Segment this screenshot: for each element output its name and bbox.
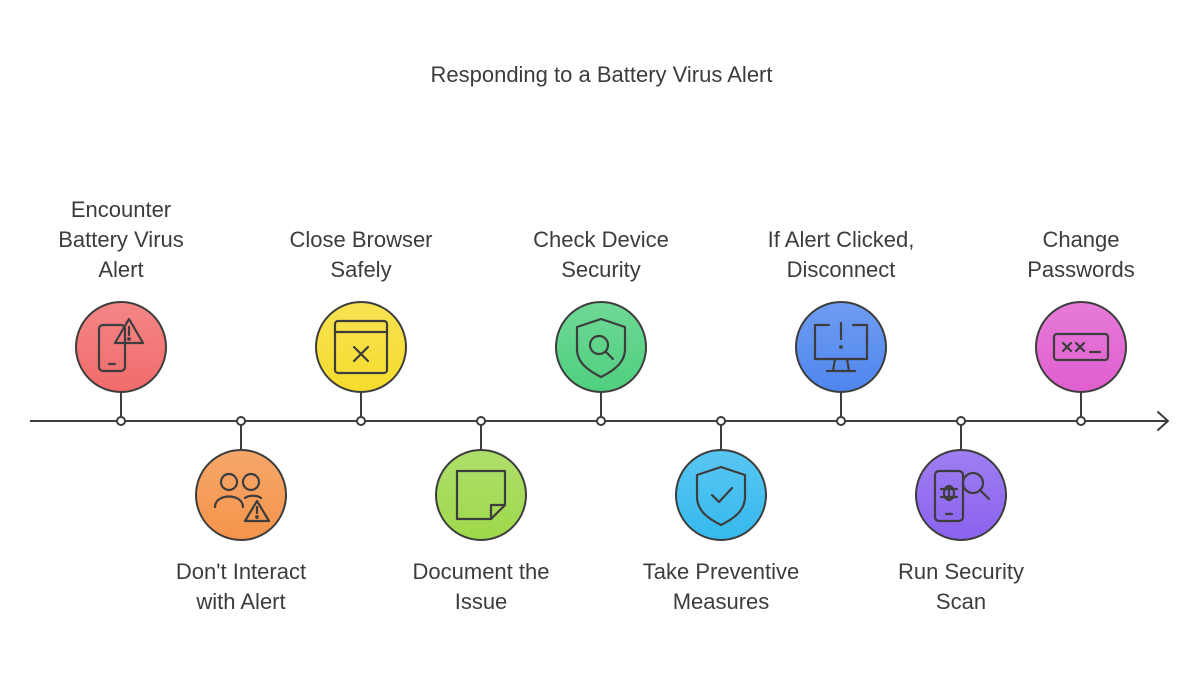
step-badge — [675, 449, 767, 541]
axis-node — [956, 416, 966, 426]
timeline-step-7 — [795, 301, 887, 426]
users-warning-icon — [213, 472, 271, 523]
step-label-line: Battery Virus — [58, 227, 184, 252]
timeline-step-6 — [675, 416, 767, 541]
shield-check-icon — [695, 465, 747, 527]
timeline-step-4 — [435, 416, 527, 541]
step-label-line: Measures — [672, 589, 770, 614]
step-badge — [75, 301, 167, 393]
step-badge — [315, 301, 407, 393]
step-label-line: Issue — [454, 589, 508, 614]
step-label-line: Close Browser — [289, 227, 433, 252]
sticky-note-icon — [455, 469, 507, 521]
phone-bug-scan-icon — [933, 469, 991, 523]
step-label-2: Don't Interact with Alert — [141, 557, 341, 617]
step-label-line: Alert — [98, 257, 144, 282]
step-label-line: Scan — [935, 589, 987, 614]
axis-node — [236, 416, 246, 426]
step-label-line: with Alert — [196, 589, 286, 614]
monitor-alert-icon — [813, 321, 869, 373]
step-label-line: Take Preventive — [642, 559, 800, 584]
timeline-step-3 — [315, 301, 407, 426]
phone-alert-icon — [97, 317, 145, 373]
browser-close-icon — [333, 319, 389, 375]
axis-node — [1076, 416, 1086, 426]
step-label-line: Run Security — [898, 559, 1024, 584]
step-label-line: Check Device — [533, 227, 669, 252]
step-badge — [435, 449, 527, 541]
step-label-line: Passwords — [1027, 257, 1135, 282]
axis-node — [356, 416, 366, 426]
step-label-line: Encounter — [70, 197, 172, 222]
diagram-title: Responding to a Battery Virus Alert — [430, 62, 773, 87]
shield-search-icon — [575, 317, 627, 379]
step-badge — [195, 449, 287, 541]
step-badge — [915, 449, 1007, 541]
step-label-line: Disconnect — [786, 257, 896, 282]
axis-node — [836, 416, 846, 426]
axis-node — [116, 416, 126, 426]
timeline-step-1 — [75, 301, 167, 426]
axis-node — [716, 416, 726, 426]
timeline-step-5 — [555, 301, 647, 426]
step-label-line: Don't Interact — [175, 559, 307, 584]
password-field-icon — [1052, 332, 1110, 362]
timeline-arrowhead — [1157, 411, 1169, 431]
axis-node — [596, 416, 606, 426]
step-label-line: Document the — [412, 559, 550, 584]
timeline-step-2 — [195, 416, 287, 541]
step-label-line: If Alert Clicked, — [767, 227, 915, 252]
step-label-line: Change — [1042, 227, 1120, 252]
step-label-7: If Alert Clicked, Disconnect — [741, 225, 941, 285]
timeline-step-9 — [1035, 301, 1127, 426]
step-badge — [555, 301, 647, 393]
step-label-line: Security — [561, 257, 641, 282]
axis-node — [476, 416, 486, 426]
step-label-line: Safely — [330, 257, 392, 282]
timeline-step-8 — [915, 416, 1007, 541]
